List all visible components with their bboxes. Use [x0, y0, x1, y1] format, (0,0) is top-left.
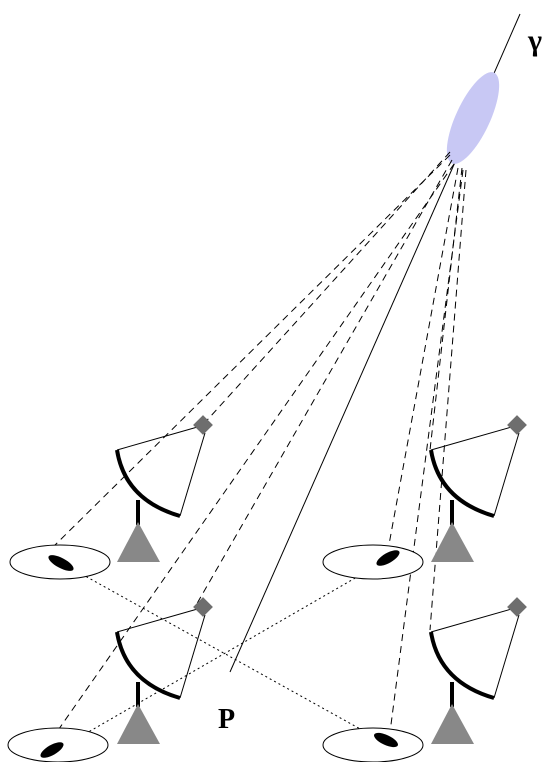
camera-image-top-left — [9, 544, 111, 580]
shower-image — [40, 742, 64, 758]
axis-line-top-left — [59, 561, 381, 741]
ray-bottom-left-telescope — [194, 159, 453, 608]
ray-bottom-right-image — [388, 169, 464, 741]
shower-image — [48, 555, 74, 571]
image-axis-lines — [44, 557, 391, 758]
camera-images — [7, 544, 424, 762]
telescope-bottom-left — [115, 595, 215, 746]
camera-image-top-right — [322, 544, 424, 580]
gamma-label: γ — [527, 24, 542, 57]
camera-image-bottom-left — [7, 727, 109, 762]
ray-top-right-image — [387, 167, 459, 551]
ray-bottom-left-image — [39, 163, 455, 757]
ray-top-left-telescope — [199, 151, 451, 429]
camera-image-bottom-right — [322, 727, 424, 762]
light-rays — [39, 151, 467, 757]
shower-image — [374, 732, 398, 748]
impact-point-label: P — [218, 704, 235, 735]
ray-top-right-telescope — [429, 167, 463, 451]
air-shower — [446, 72, 500, 164]
shower-image — [376, 550, 400, 566]
ray-top-left-image — [49, 154, 451, 551]
telescope-bottom-right — [429, 595, 529, 746]
axis-line-top-right — [44, 557, 391, 758]
